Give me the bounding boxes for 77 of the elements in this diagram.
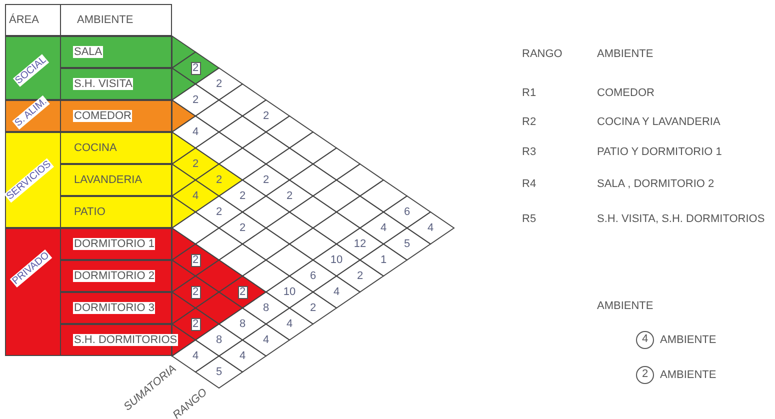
matrix-value: 2 xyxy=(214,174,224,186)
matrix-value: 1 xyxy=(379,254,388,266)
matrix-value: 8 xyxy=(214,334,224,346)
matrix-value: 4 xyxy=(332,286,341,298)
room-row xyxy=(60,68,172,100)
matrix-value: 2 xyxy=(214,78,224,90)
room-row xyxy=(60,196,172,228)
circled-number: 2 xyxy=(636,366,654,384)
matrix-value: 10 xyxy=(329,254,344,266)
area-band xyxy=(5,228,61,356)
matrix-value: 5 xyxy=(402,238,412,250)
matrix-value: 2 xyxy=(190,62,200,75)
matrix-value: 2 xyxy=(214,206,224,218)
matrix-value: 10 xyxy=(282,286,297,298)
matrix-value: 2 xyxy=(238,222,247,234)
room-name: DORMITORIO 3 xyxy=(73,302,156,314)
rank-code: R5 xyxy=(522,213,536,225)
matrix-value: 2 xyxy=(190,286,200,299)
legend-text: AMBIENTE xyxy=(660,369,716,381)
matrix-value: 8 xyxy=(262,302,270,314)
matrix-value: 2 xyxy=(262,110,270,122)
rank-code: R4 xyxy=(522,178,536,190)
room-name: COMEDOR xyxy=(73,110,132,122)
matrix-value: 4 xyxy=(191,126,200,138)
matrix-value: 2 xyxy=(285,190,294,202)
rank-code: R1 xyxy=(522,87,536,99)
legend-text: PATIO Y DORMITORIO 1 xyxy=(597,146,722,158)
matrix-value: 4 xyxy=(426,222,435,234)
room-name: SALA xyxy=(73,46,104,58)
room-row xyxy=(60,36,172,68)
room-row xyxy=(60,164,172,196)
room-name: PATIO xyxy=(73,206,106,218)
matrix-value: 2 xyxy=(190,318,200,331)
matrix-value: 4 xyxy=(191,190,200,202)
circled-number: 4 xyxy=(636,331,654,349)
room-name: S.H. VISITA xyxy=(73,78,134,90)
legend-text: S.H. VISITA, S.H. DORMITORIOS xyxy=(597,213,765,225)
room-name: DORMITORIO 2 xyxy=(73,270,156,282)
legend-title: AMBIENTE xyxy=(597,300,654,312)
room-name: LAVANDERIA xyxy=(73,174,144,186)
matrix-value: 2 xyxy=(191,94,200,106)
column-header: AMBIENTE xyxy=(60,4,172,36)
room-row xyxy=(60,260,172,292)
matrix-value: 2 xyxy=(238,286,248,299)
column-header: ÁREA xyxy=(5,4,61,36)
rank-code: R3 xyxy=(522,146,536,158)
area-band xyxy=(5,36,61,100)
room-name: DORMITORIO 1 xyxy=(73,238,156,250)
matrix-value: 4 xyxy=(262,334,270,346)
room-row xyxy=(60,132,172,164)
matrix-value: 6 xyxy=(308,270,318,282)
matrix-value: 2 xyxy=(191,158,200,170)
matrix-value: 2 xyxy=(308,302,318,314)
legend-text: COCINA Y LAVANDERIA xyxy=(597,116,720,128)
matrix-value: 4 xyxy=(285,318,294,330)
matrix-value: 2 xyxy=(238,190,247,202)
matrix-value: 4 xyxy=(238,350,247,362)
legend-text: COMEDOR xyxy=(597,87,654,99)
room-row xyxy=(60,292,172,324)
matrix-value: 6 xyxy=(402,206,412,218)
legend-text: SALA , DORMITORIO 2 xyxy=(597,178,714,190)
rank-code: R2 xyxy=(522,116,536,128)
room-name: COCINA xyxy=(73,142,118,154)
room-name: S.H. DORMITORIOS xyxy=(73,334,178,346)
room-row xyxy=(60,228,172,260)
column-header: RANGO xyxy=(522,48,562,60)
column-header: AMBIENTE xyxy=(597,48,654,60)
matrix-value: 4 xyxy=(191,350,200,362)
matrix-value: 12 xyxy=(352,238,368,250)
matrix-value: 8 xyxy=(238,318,247,330)
matrix-value: 2 xyxy=(262,174,270,186)
matrix-value: 4 xyxy=(379,222,388,234)
area-band xyxy=(5,132,61,228)
matrix-value: 2 xyxy=(356,270,364,282)
matrix-value: 2 xyxy=(190,254,200,267)
legend-text: AMBIENTE xyxy=(660,334,716,346)
matrix-value: 5 xyxy=(214,366,224,378)
